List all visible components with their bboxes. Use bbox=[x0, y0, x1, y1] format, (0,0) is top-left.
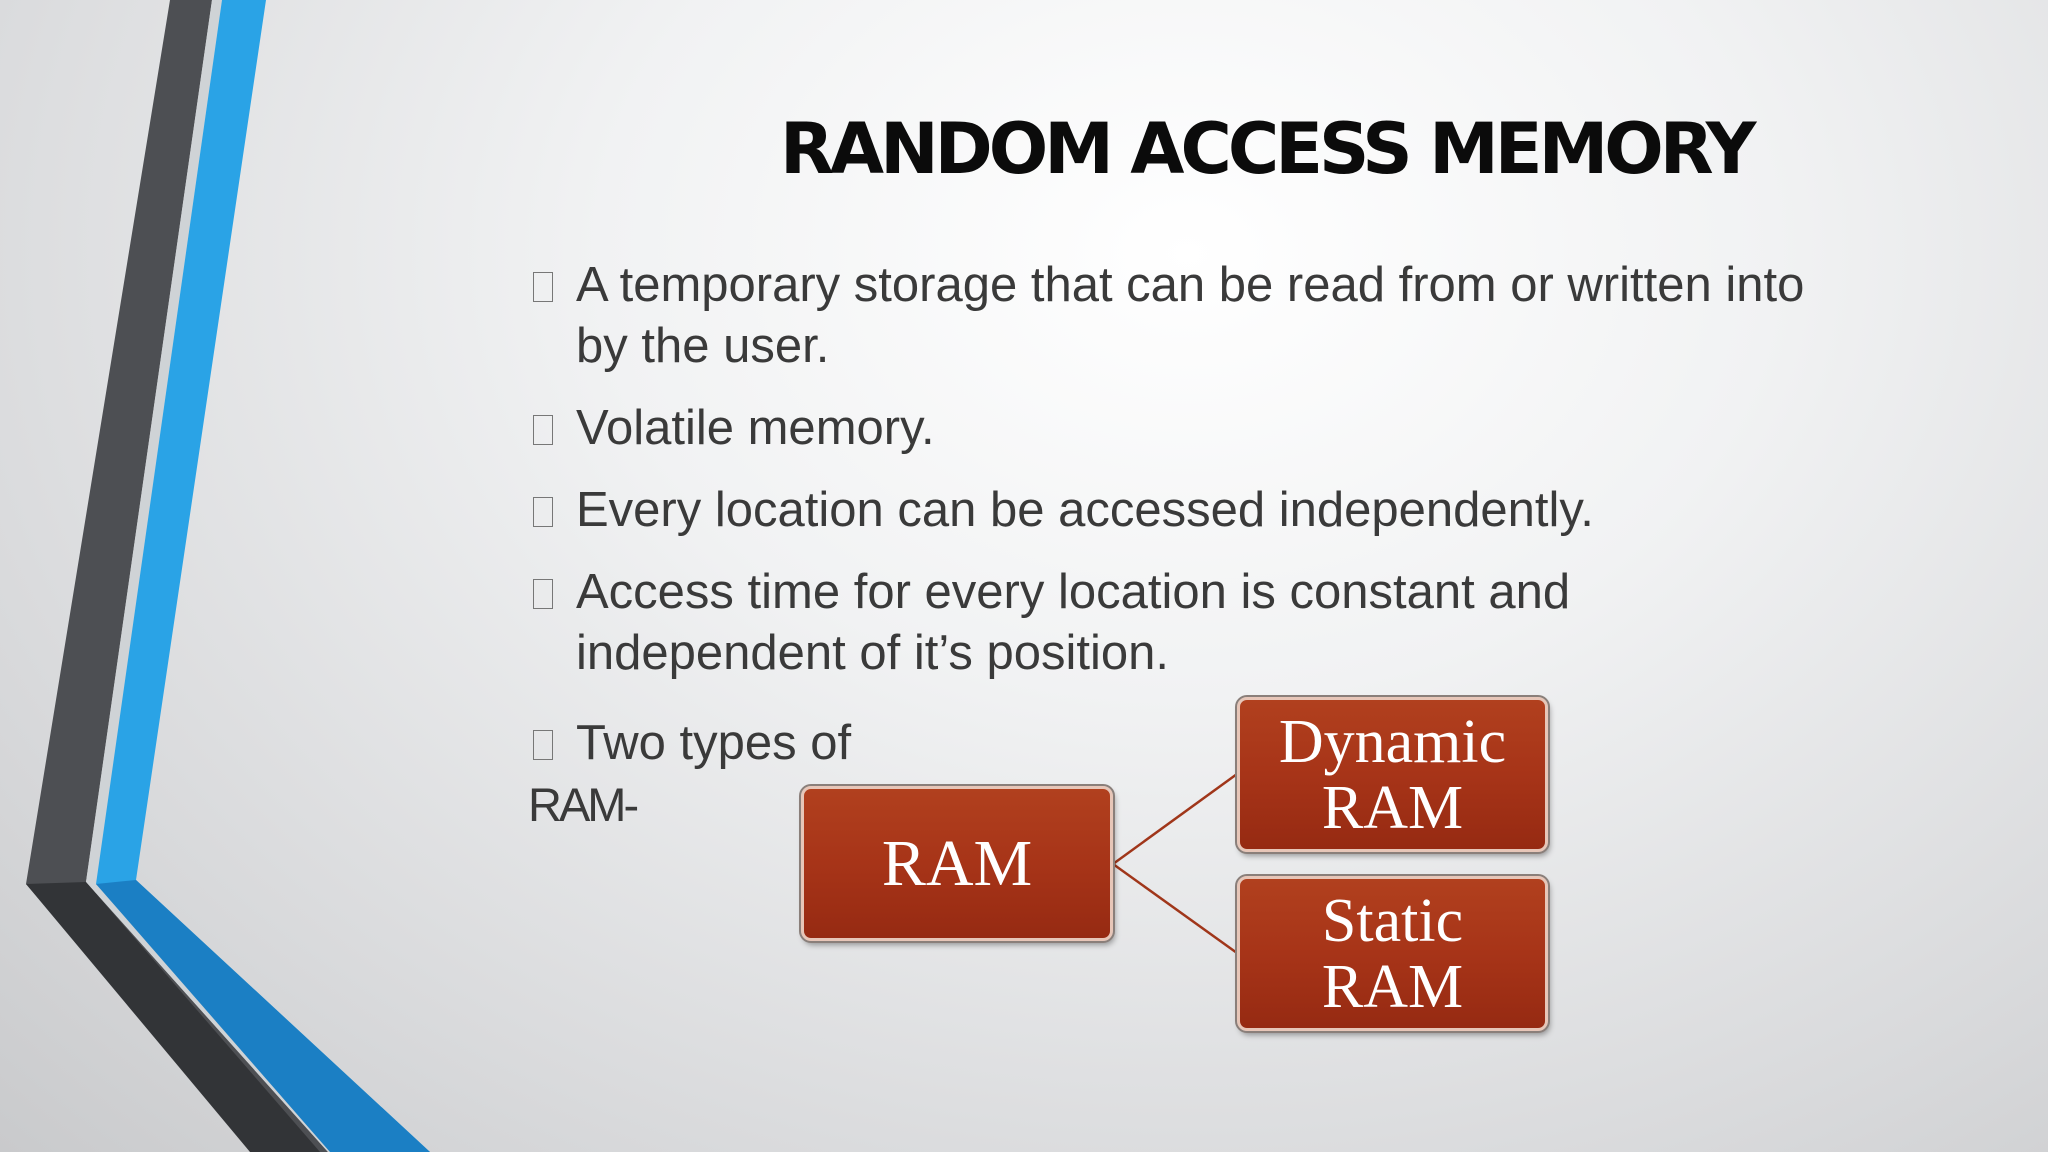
bullet-list: A temporary storage that can be read fro… bbox=[530, 255, 1830, 705]
node-label-line2: RAM bbox=[1321, 952, 1464, 1021]
bullet-item: Volatile memory. bbox=[530, 398, 1830, 459]
bullet-box-icon bbox=[533, 579, 553, 609]
node-label: RAM bbox=[881, 826, 1033, 900]
bullet-item-types: Two types of bbox=[530, 713, 851, 774]
bullet-text: A temporary storage that can be read fro… bbox=[576, 258, 1805, 373]
stripe-blue-lower bbox=[96, 880, 430, 1152]
connector-static bbox=[1112, 862, 1238, 955]
bullet-text: Volatile memory. bbox=[576, 401, 935, 455]
bullet-box-icon bbox=[533, 272, 553, 302]
node-label-line2: RAM bbox=[1321, 773, 1464, 842]
stripe-blue bbox=[96, 0, 430, 1152]
bullet-text: Two types of bbox=[576, 716, 852, 770]
stripe-dark bbox=[26, 0, 328, 1152]
bullet-box-icon bbox=[533, 497, 553, 527]
diagram-node-ram: RAM bbox=[799, 784, 1115, 943]
bullet-box-icon bbox=[533, 730, 553, 760]
node-label-line1: Dynamic bbox=[1278, 707, 1507, 776]
bullet-text: Access time for every location is consta… bbox=[576, 565, 1571, 680]
bullet-item: A temporary storage that can be read fro… bbox=[530, 255, 1830, 377]
stripe-light bbox=[86, 0, 340, 1152]
node-label-line1: Static bbox=[1321, 886, 1464, 955]
connector-dynamic bbox=[1112, 772, 1238, 866]
bullet-text-continuation: RAM- bbox=[528, 778, 639, 831]
slide-title: RANDOM ACCESS MEMORY bbox=[780, 108, 1756, 190]
stripe-dark-lower bbox=[26, 882, 320, 1152]
bullet-box-icon bbox=[533, 415, 553, 445]
diagram-node-dynamic-ram: Dynamic RAM bbox=[1235, 695, 1550, 854]
bullet-item: Every location can be accessed independe… bbox=[530, 480, 1830, 541]
bullet-item: Access time for every location is consta… bbox=[530, 562, 1830, 684]
diagram-node-static-ram: Static RAM bbox=[1235, 874, 1550, 1033]
bullet-text: Every location can be accessed independe… bbox=[576, 483, 1594, 537]
